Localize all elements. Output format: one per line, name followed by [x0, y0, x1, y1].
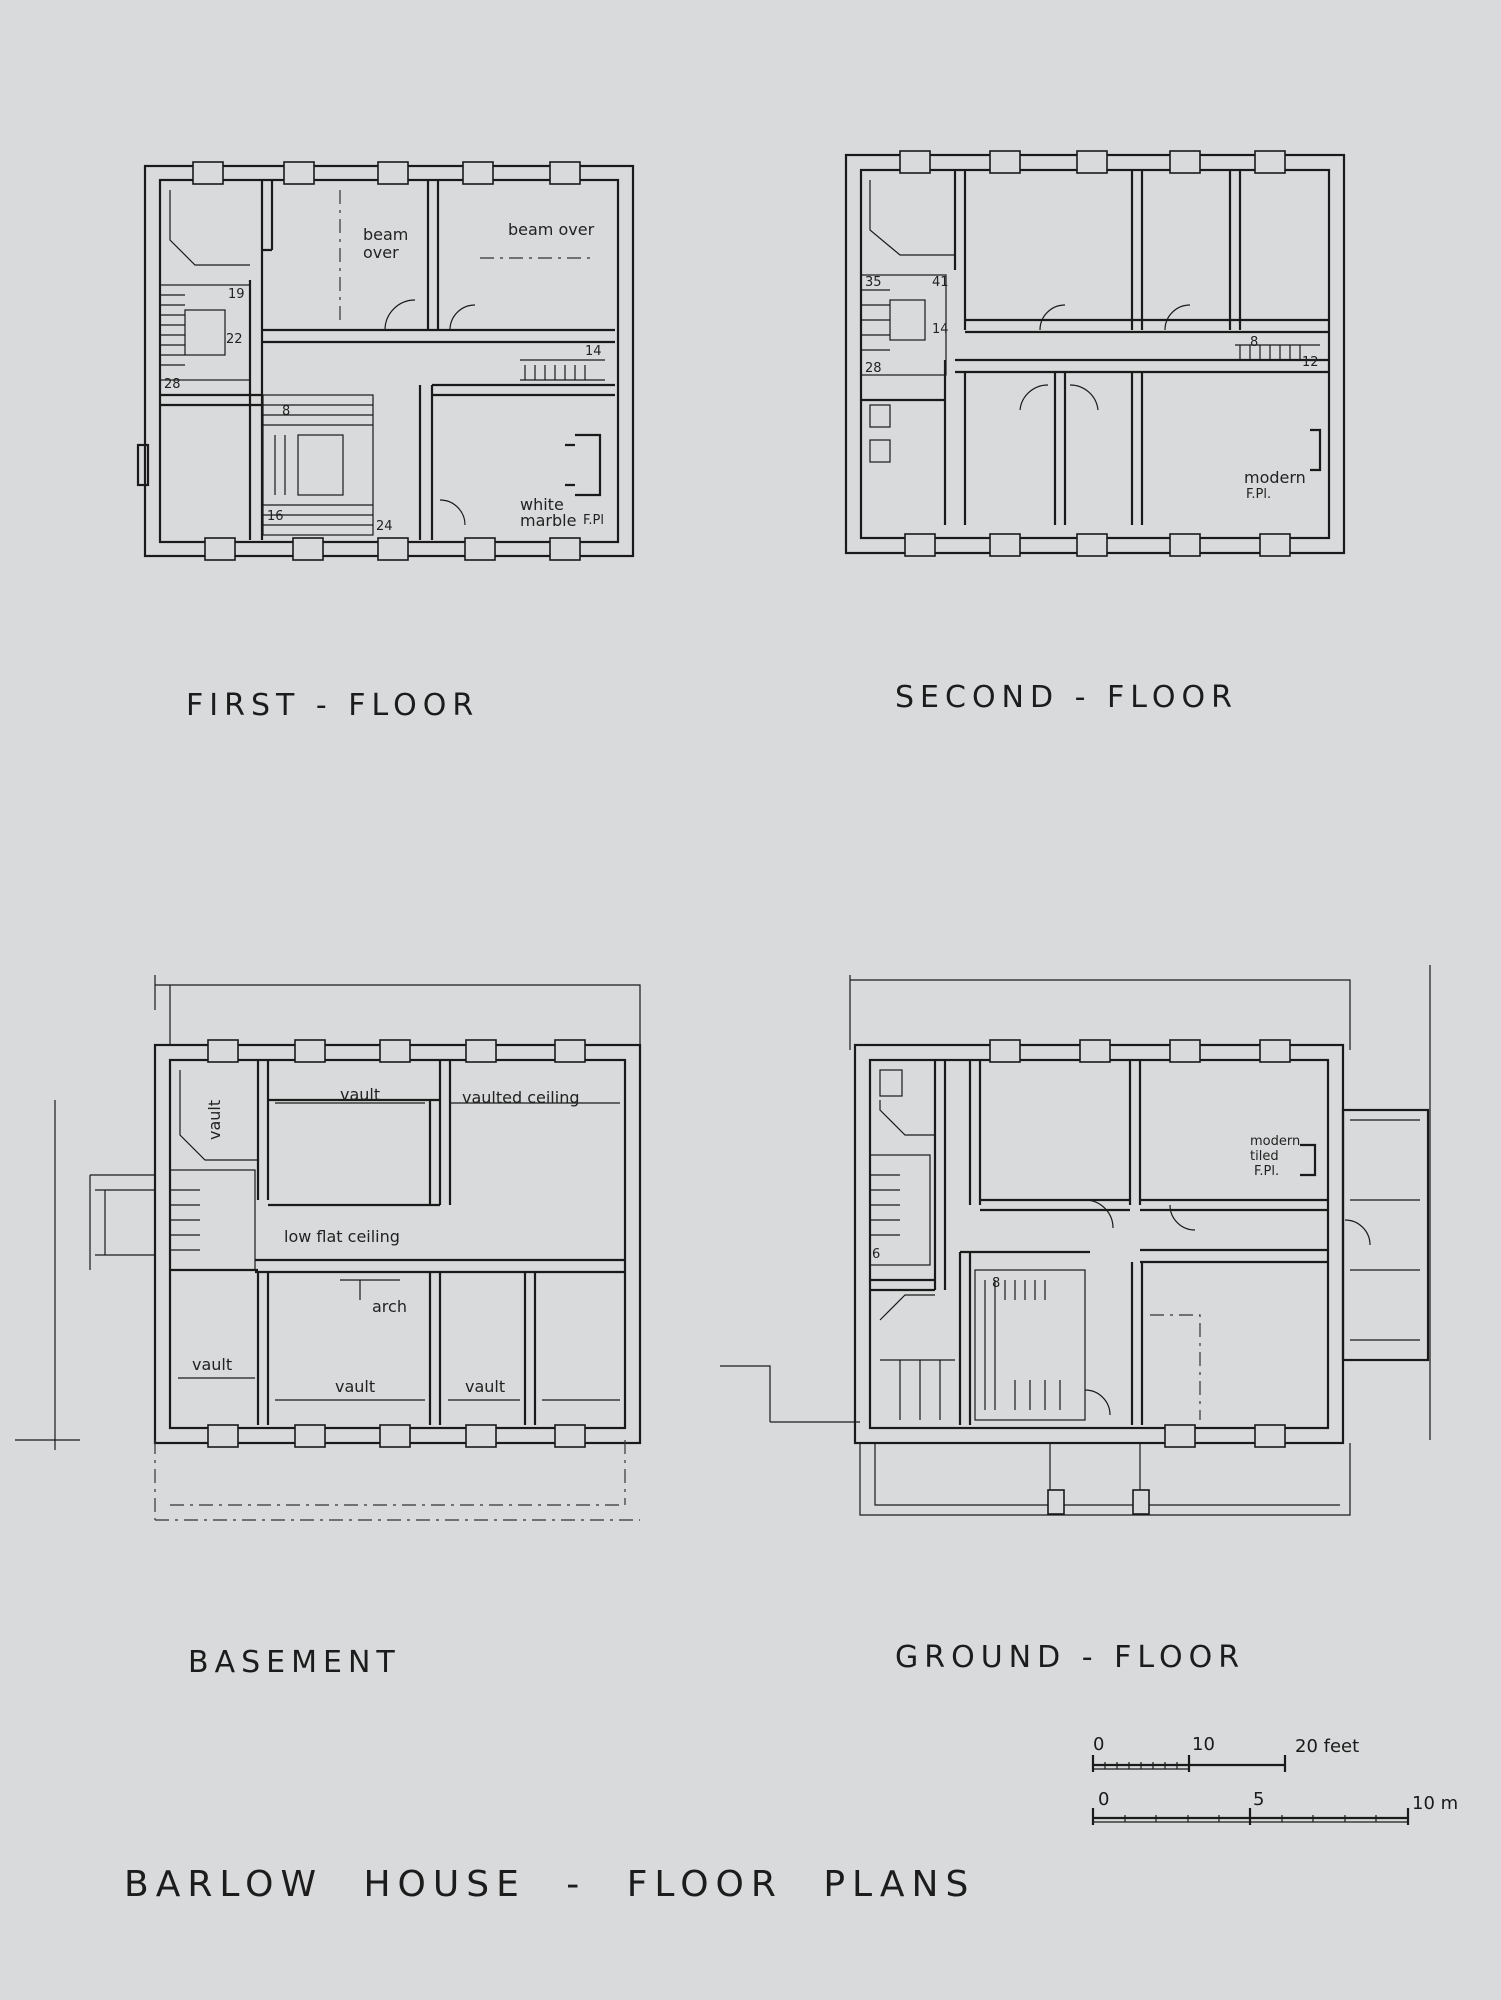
first-floor-plan: beam over beam over white marble F.Pl 19…	[136, 161, 635, 561]
basement-note-vault-left: vault	[192, 1355, 232, 1374]
second-floor-plan: 35 41 14 28 8 12 modern F.Pl.	[844, 150, 1346, 557]
stair-number: 8	[1250, 335, 1258, 350]
scale-feet-tick: 0	[1093, 1734, 1104, 1755]
ground-floor-note-fpl: F.Pl.	[1254, 1164, 1279, 1179]
basement-note-vault-side: vault	[205, 1100, 224, 1140]
ground-floor-plan: 6 8 modern tiled F.Pl.	[720, 965, 1431, 1516]
basement-note-arch: arch	[372, 1297, 407, 1316]
stair-number: 41	[932, 275, 949, 290]
stair-number: 24	[376, 519, 393, 534]
second-floor-note-modern: modern	[1244, 468, 1306, 487]
scale-feet-tick: 10	[1192, 1734, 1215, 1755]
basement-note-vaulted-ceiling: vaulted ceiling	[462, 1088, 580, 1107]
second-floor-label: SECOND - FLOOR	[895, 680, 1238, 715]
first-floor-note-beam: beam	[363, 225, 408, 244]
first-floor-note-white: white	[520, 495, 564, 514]
basement-note-low-flat-ceiling: low flat ceiling	[284, 1227, 400, 1246]
scale-bar-feet: 0 10 20 feet	[1091, 1734, 1359, 1772]
stair-number: 8	[992, 1276, 1000, 1291]
ground-floor-label: GROUND - FLOOR	[895, 1640, 1246, 1675]
basement-note-vault-top: vault	[340, 1085, 380, 1104]
ground-floor-note-modern: modern	[1250, 1134, 1300, 1149]
first-floor-label: FIRST - FLOOR	[186, 688, 480, 723]
first-floor-note-fpl: F.Pl	[583, 513, 604, 528]
first-floor-note-beam-over: beam over	[508, 220, 595, 239]
basement-note-vault-right: vault	[465, 1377, 505, 1396]
scale-metres-tick: 0	[1098, 1789, 1109, 1810]
sheet-title: BARLOW HOUSE - FLOOR PLANS	[124, 1864, 976, 1905]
ground-floor-note-tiled: tiled	[1250, 1149, 1279, 1164]
stair-number: 14	[932, 322, 949, 337]
first-floor-note-marble: marble	[520, 511, 576, 530]
scale-feet-label: 20 feet	[1295, 1736, 1359, 1757]
second-floor-note-fpl: F.Pl.	[1246, 487, 1271, 502]
stair-number: 16	[267, 509, 284, 524]
stair-number: 12	[1302, 355, 1319, 370]
basement-plan: vault vaulted ceiling vault low flat cei…	[15, 975, 642, 1521]
stair-number: 6	[872, 1247, 880, 1262]
scale-metres-tick: 5	[1253, 1789, 1264, 1810]
first-floor-note-over: over	[363, 243, 399, 262]
stair-number: 14	[585, 344, 602, 359]
stair-number: 22	[226, 332, 243, 347]
stair-number: 35	[865, 275, 882, 290]
stair-number: 28	[865, 361, 882, 376]
stair-number: 28	[164, 377, 181, 392]
scale-metres-label: 10 m	[1412, 1793, 1458, 1814]
stair-number: 8	[282, 404, 290, 419]
stair-number: 19	[228, 287, 245, 302]
basement-label: BASEMENT	[188, 1645, 401, 1680]
scale-bar-metres: 0 5 10 m	[1091, 1789, 1458, 1825]
basement-note-vault-center: vault	[335, 1377, 375, 1396]
